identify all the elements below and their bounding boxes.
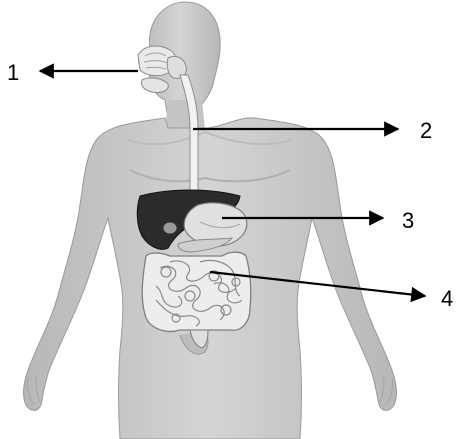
label-2: 2 <box>420 118 432 143</box>
large-intestine <box>142 252 251 331</box>
label-4: 4 <box>441 286 453 311</box>
gallbladder <box>163 222 177 234</box>
label-1: 1 <box>7 60 19 85</box>
neck <box>165 100 205 130</box>
label-3: 3 <box>402 208 414 233</box>
